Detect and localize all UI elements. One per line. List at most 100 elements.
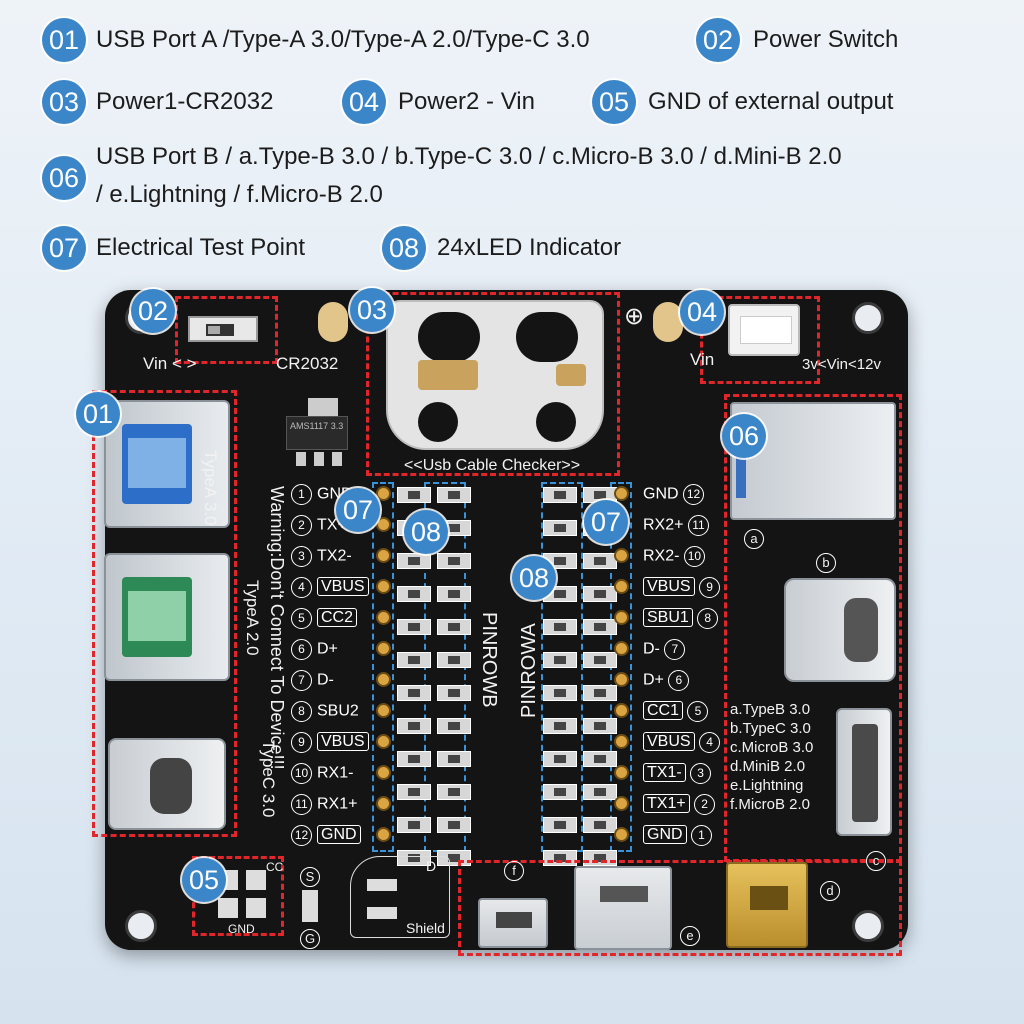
legend-text-05: GND of external output [648,88,894,115]
legend-text-02: Power Switch [753,26,899,53]
warning-label: Warning:Don't Connect To Device!!! [267,486,287,770]
legend-text-03: Power1-CR2032 [96,88,274,115]
badge-02: 02 [696,18,740,62]
power-switch[interactable] [188,316,258,342]
pinrow-a-label: PINROWA [518,623,540,718]
cr2032-holder [386,300,604,450]
usb-cable-checker-label: <<Usb Cable Checker>> [404,457,581,474]
port-legend-item: f.MicroB 2.0 [730,796,811,813]
legend-text-01: USB Port A /Type-A 3.0/Type-A 2.0/Type-C… [96,26,590,53]
right-pin-row: D- 7 [640,635,694,663]
g-label: G [300,928,320,949]
right-pin-row: D+ 6 [640,666,698,694]
badge-08-center: 08 [512,556,556,600]
badge-01: 01 [42,18,86,62]
usb-typea-2-port[interactable] [104,553,230,681]
lightning-port[interactable] [574,866,672,950]
port-letter-c: c [866,850,886,871]
shield-label: Shield [406,920,445,936]
badge-07-left: 07 [336,488,380,532]
plus-sign: ⊕ [624,303,645,330]
right-pin-row: GND 12 [640,480,713,508]
badge-05-board: 05 [182,858,226,902]
s-label: S [300,866,320,887]
right-pin-row: TX1- 3 [640,759,720,787]
usb-typec-3-b-port[interactable] [784,578,896,682]
vin-range-label: 3v<Vin<12v [802,356,881,373]
left-test-points [376,486,391,842]
legend-text-06: USB Port B / a.Type-B 3.0 / b.Type-C 3.0… [96,143,842,170]
f-label: f [504,860,524,881]
usb-minib-2-port[interactable] [726,862,808,948]
cc-label: CC [266,860,284,874]
legend-text-04: Power2 - Vin [398,88,535,115]
usb-microb-2-port[interactable] [478,898,548,948]
right-pin-row: GND 1 [640,821,721,849]
zone-04-vin [700,296,820,384]
d-label: D [426,858,437,874]
vin-label: Vin [690,350,715,369]
port-legend-item: e.Lightning [730,777,804,794]
switch-label: Vin < > [143,354,197,373]
port-letter-d: d [820,880,840,901]
port-legend-item: a.TypeB 3.0 [730,701,811,718]
badge-08-left: 08 [404,510,448,554]
vin-connector[interactable] [728,304,800,356]
regulator-tab [308,398,338,416]
badge-04-board: 04 [680,290,724,334]
badge-07: 07 [42,226,86,270]
badge-06-board: 06 [722,414,766,458]
usb-typea-3-port[interactable] [104,400,230,528]
gnd-label: GND [228,922,255,936]
port-legend: a.TypeB 3.0 b.TypeC 3.0 c.MicroB 3.0 d.M… [730,700,813,814]
right-pin-row: RX2+ 11 [640,511,717,539]
ams1117-regulator: AMS1117 3.3 [286,416,348,450]
legend-text-06b: / e.Lightning / f.Micro-B 2.0 [96,181,383,208]
shield-area [350,856,450,938]
right-pin-row: SBU1 8 [640,604,727,632]
legend-text-08: 24xLED Indicator [437,234,622,261]
zone-06-usb-port-b-bottom [458,860,902,956]
pinrow-b-label: PINROWB [478,612,500,708]
port-legend-item: c.MicroB 3.0 [730,739,814,756]
mount-hole-br [852,910,884,942]
badge-04: 04 [342,80,386,124]
port-letter-b: b [816,552,836,573]
legend-text-07: Electrical Test Point [96,234,305,261]
typea2-label: TypeA 2.0 [243,580,262,656]
usb-microb-3-port[interactable] [836,708,892,836]
usb-typec-3-port[interactable] [108,738,226,830]
typea3-label: TypeA 3.0 [201,450,220,526]
port-letter-a: a [744,528,764,549]
blue-zone-left-1 [372,482,394,852]
mount-hole-tr [852,302,884,334]
right-pin-row: CC1 5 [640,697,717,725]
e-label: e [680,925,700,946]
right-pin-row: TX1+ 2 [640,790,724,818]
right-pin-row: RX2- 10 [640,542,713,570]
badge-03: 03 [42,80,86,124]
badge-01-board: 01 [76,392,120,436]
mount-hole-bl [125,910,157,942]
zone-01-usb-port-a [92,390,237,837]
badge-03-board: 03 [350,288,394,332]
cr2032-label: CR2032 [276,354,339,373]
port-legend-item: b.TypeC 3.0 [730,720,811,737]
right-pin-row: VBUS 4 [640,728,729,756]
typec3-label: TypeC 3.0 [259,740,278,818]
badge-02-board: 02 [131,289,175,333]
badge-06: 06 [42,156,86,200]
zone-02-power-switch [175,296,278,364]
badge-08: 08 [382,226,426,270]
zone-03-cr2032 [366,292,620,476]
badge-07-right: 07 [584,500,628,544]
